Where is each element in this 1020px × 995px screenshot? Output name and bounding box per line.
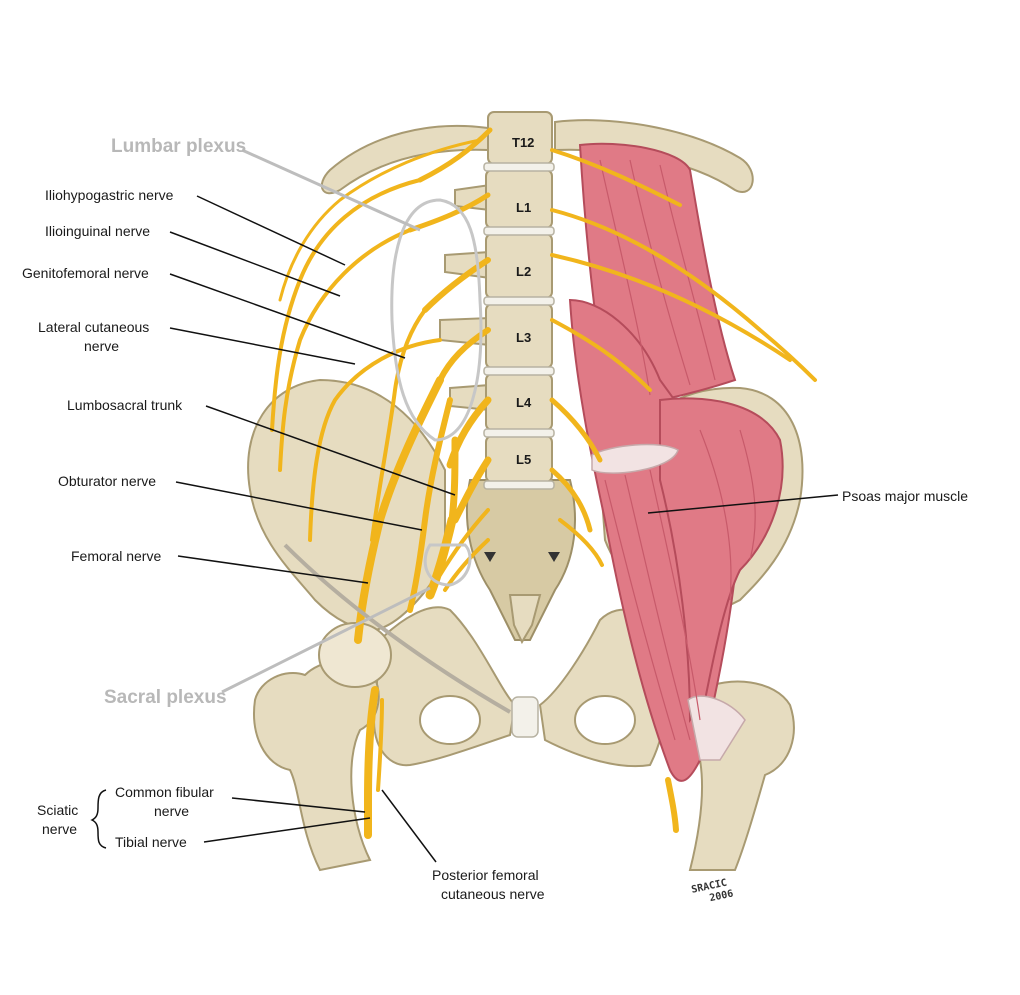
vertebra-label-l1: L1 — [516, 200, 531, 215]
left-ilium — [247, 378, 446, 632]
sacral-foramen — [484, 552, 496, 562]
common-fibular-leader — [231, 797, 366, 813]
sacral-plexus-trunk — [425, 515, 457, 600]
nerve-root-t12-left — [417, 127, 493, 183]
vertebra-l1 — [485, 169, 553, 229]
leader-lines — [90, 148, 839, 863]
nerve-root-l1-left — [407, 192, 491, 233]
disc — [483, 428, 555, 438]
coccyx — [508, 594, 542, 645]
iliohypogastric-leader — [196, 195, 346, 266]
psoas-label: Psoas major muscle — [842, 488, 968, 504]
subcostal-nerve — [278, 138, 482, 302]
genitofemoral-label: Genitofemoral nerve — [22, 265, 149, 281]
obturator-label: Obturator nerve — [58, 473, 156, 489]
nerve-root-t12-right — [550, 148, 682, 207]
muscles — [568, 142, 784, 782]
obturator-leader — [175, 481, 423, 531]
lateral-cutaneous-leader — [169, 327, 356, 365]
disc — [483, 162, 555, 172]
common-fibular-label-line1: Common fibular — [115, 784, 214, 800]
vertebra-label-l2: L2 — [516, 264, 531, 279]
pubic-symphysis — [511, 696, 539, 738]
posterior-femoral-label-line1: Posterior femoral — [432, 867, 539, 883]
nerves — [270, 127, 817, 839]
lumbosacral-trunk — [448, 436, 459, 524]
genitofemoral-leader — [169, 273, 406, 359]
iliohypogastric-nerve — [270, 178, 422, 432]
lumbosacral-trunk-leader — [205, 405, 456, 496]
sciatic-brace — [90, 789, 107, 849]
disc — [483, 296, 555, 306]
nerve-root-l5-left — [451, 456, 492, 524]
ilioinguinal-label: Ilioinguinal nerve — [45, 223, 150, 239]
ilioinguinal-nerve — [278, 228, 412, 472]
femoral-leader — [177, 555, 369, 584]
vertebra-label-l4: L4 — [516, 395, 532, 410]
lumbar-plexus-outline — [390, 198, 483, 442]
nerve-root-l5-right — [549, 467, 593, 533]
tibial-label: Tibial nerve — [115, 834, 187, 850]
sacral-root-s1 — [438, 508, 490, 577]
psoas-insertion-tendon — [687, 695, 746, 761]
vertebra-label-t12: T12 — [512, 135, 534, 150]
lateral-cutaneous-nerve — [308, 338, 442, 542]
sciatic-label-line1: Sciatic — [37, 802, 78, 818]
artist-signature: SRACIC 2006 — [690, 877, 735, 904]
obturator-nerve — [407, 397, 453, 613]
labels: Lumbar plexus Sacral plexus Iliohypogast… — [22, 136, 968, 904]
sacral-root-right — [558, 518, 604, 567]
sacrum — [465, 479, 576, 641]
lateral-cutaneous-label-line2: nerve — [84, 338, 119, 354]
muscle-fibers — [599, 159, 756, 741]
ilioinguinal-right — [550, 253, 792, 362]
sacral-plexus-leader — [221, 586, 431, 694]
vertebra-label-l5: L5 — [516, 452, 531, 467]
posterior-femoral-leader — [381, 789, 437, 863]
sacral-foramen — [548, 552, 560, 562]
disc — [483, 226, 555, 236]
psoas-leader — [647, 494, 839, 514]
left-femoral-head — [318, 622, 392, 688]
femoral-label: Femoral nerve — [71, 548, 161, 564]
disc — [483, 480, 555, 490]
posterior-femoral-label-line2: cutaneous nerve — [441, 886, 545, 902]
genitofemoral-nerve — [370, 308, 427, 542]
nerve-root-l3-right — [550, 318, 652, 392]
sciatic-nerve — [364, 686, 379, 839]
lumbosacral-trunk-label: Lumbosacral trunk — [67, 397, 183, 413]
right-obturator-foramen — [574, 695, 636, 745]
left-obturator-foramen — [419, 695, 481, 745]
nerve-root-l4-right — [549, 397, 603, 463]
inguinal-ligament — [283, 543, 512, 714]
ilioinguinal-leader — [169, 231, 341, 297]
right-sciatic-stub — [665, 777, 679, 833]
lumbar-plexus-label: Lumbar plexus — [111, 136, 246, 157]
iliohypogastric-label: Iliohypogastric nerve — [45, 187, 174, 203]
sciatic-label-line2: nerve — [42, 821, 77, 837]
vertebra-label-l3: L3 — [516, 330, 531, 345]
tibial-leader — [203, 817, 371, 843]
psoas-cut-tendon — [591, 443, 679, 474]
signature-year: 2006 — [709, 888, 735, 904]
lateral-cutaneous-label-line1: Lateral cutaneous — [38, 319, 149, 335]
posterior-femoral-cutaneous-nerve — [376, 698, 384, 792]
nerve-root-l2-left — [422, 257, 491, 313]
common-fibular-label-line2: nerve — [154, 803, 189, 819]
left-femur — [253, 659, 380, 872]
iliohypogastric-right — [550, 208, 817, 382]
disc — [483, 366, 555, 376]
lumbar-plexus-leader — [241, 148, 421, 232]
sacral-plexus-label: Sacral plexus — [104, 687, 227, 708]
femoral-nerve — [354, 376, 444, 644]
sacral-plexus-outline — [423, 543, 472, 587]
